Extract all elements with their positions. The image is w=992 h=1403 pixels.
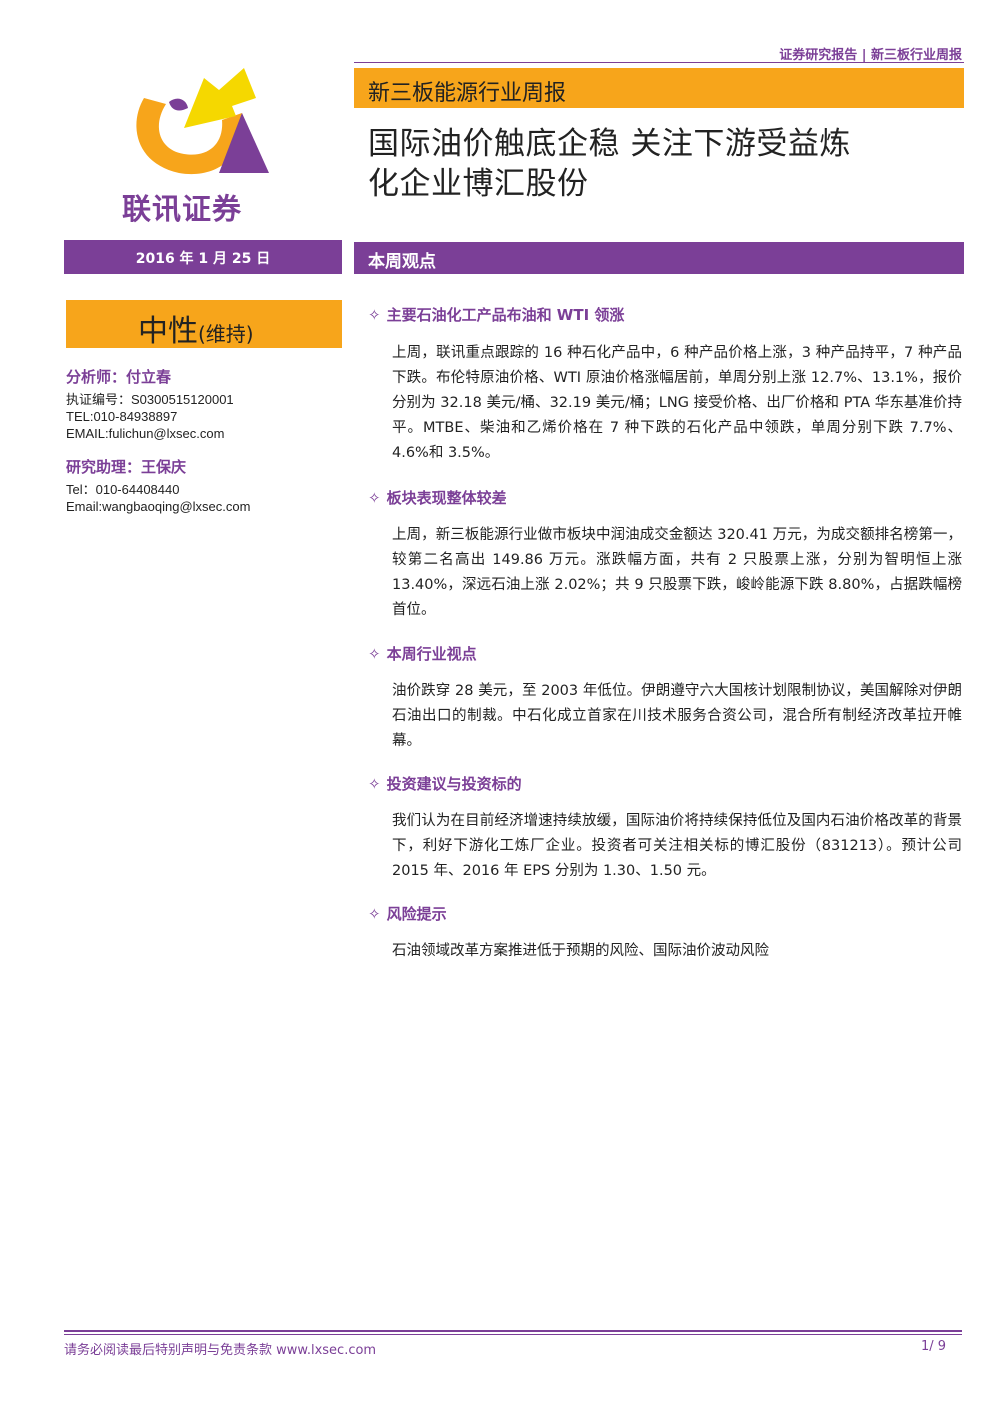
point-heading-text: 本周行业视点 — [386, 645, 477, 663]
report-title: 国际油价触底企稳 关注下游受益炼 化企业博汇股份 — [368, 124, 964, 204]
page-number: 1/ 9 — [920, 1339, 946, 1354]
point-heading: ✧ 主要石油化工产品布油和 WTI 领涨 — [368, 304, 624, 325]
point-heading-text: 主要石油化工产品布油和 WTI 领涨 — [386, 306, 625, 324]
report-type-tag: 证券研究报告 | 新三板行业周报 — [779, 48, 962, 63]
analyst-tel: TEL:010-84938897 — [66, 409, 178, 424]
point-heading: ✧ 本周行业视点 — [368, 643, 477, 664]
report-title-line-2: 化企业博汇股份 — [368, 166, 589, 202]
diamond-bullet-icon: ✧ — [368, 775, 381, 793]
analyst-cert: 执证编号：S0300515120001 — [66, 392, 234, 407]
rating-main: 中性 — [138, 314, 198, 349]
footer-divider — [64, 1330, 962, 1332]
rating: 中性(维持) — [138, 306, 254, 350]
point-body: 上周，新三板能源行业做市板块中润油成交金额达 320.41 万元，为成交额排名榜… — [392, 527, 962, 618]
report-title-line-1: 国际油价触底企稳 关注下游受益炼 — [368, 126, 851, 162]
section-title: 本周观点 — [368, 252, 436, 272]
diamond-bullet-icon: ✧ — [368, 489, 381, 507]
diamond-bullet-icon: ✧ — [368, 306, 381, 324]
company-logo-icon — [136, 68, 269, 175]
point-body: 我们认为在目前经济增速持续放缓，国际油价将持续保持低位及国内石油价格改革的背景下… — [392, 813, 962, 879]
point-heading-text: 板块表现整体较差 — [386, 489, 507, 507]
analyst-info: 分析师：付立春 执证编号：S0300515120001 TEL:010-8493… — [66, 366, 346, 442]
report-date-bar: 2016 年 1 月 25 日 — [64, 240, 342, 274]
section-title-bar: 本周观点 — [354, 242, 964, 274]
diamond-bullet-icon: ✧ — [368, 905, 381, 923]
assistant-email: Email:wangbaoqing@lxsec.com — [66, 499, 251, 514]
assistant-info: 研究助理：王保庆 Tel：010-64408440 Email:wangbaoq… — [66, 456, 346, 515]
report-series-banner: 新三板能源行业周报 — [354, 68, 964, 108]
company-logo-text: 联讯证券 — [122, 192, 243, 226]
rating-sub: (维持) — [198, 322, 254, 346]
assistant-tel: Tel：010-64408440 — [66, 482, 180, 497]
header-divider — [354, 62, 964, 63]
analyst-heading: 分析师：付立春 — [66, 368, 172, 386]
point-body: 石油领域改革方案推进低于预期的风险、国际油价波动风险 — [392, 943, 769, 959]
point-heading: ✧ 风险提示 — [368, 903, 447, 924]
point-heading: ✧ 板块表现整体较差 — [368, 487, 507, 508]
diamond-bullet-icon: ✧ — [368, 645, 381, 663]
rating-box: 中性(维持) — [66, 300, 342, 350]
point-body: 油价跌穿 28 美元，至 2003 年低位。伊朗遵守六大国核计划限制协议，美国解… — [392, 683, 962, 749]
point-body: 上周，联讯重点跟踪的 16 种石化产品中，6 种产品价格上涨，3 种产品持平，7… — [392, 345, 962, 461]
assistant-heading: 研究助理：王保庆 — [66, 458, 187, 476]
analyst-email: EMAIL:fulichun@lxsec.com — [66, 426, 225, 441]
point-heading: ✧ 投资建议与投资标的 — [368, 773, 522, 794]
footer-disclaimer: 请务必阅读最后特别声明与免责条款 www.lxsec.com — [64, 1343, 377, 1358]
report-date: 2016 年 1 月 25 日 — [135, 251, 271, 267]
point-heading-text: 投资建议与投资标的 — [386, 775, 522, 793]
footer-divider-thin — [64, 1334, 962, 1335]
report-series-title: 新三板能源行业周报 — [368, 81, 567, 106]
point-heading-text: 风险提示 — [386, 905, 447, 923]
